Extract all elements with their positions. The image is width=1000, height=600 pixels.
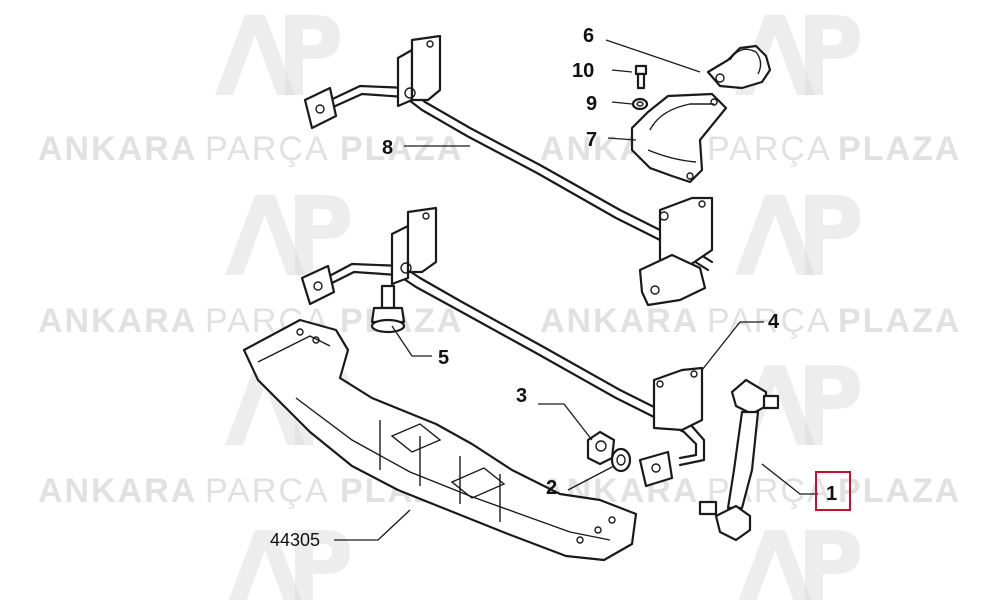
callouts: 6 10 9 8 7 8 4 5 3 2 1 44305 (270, 25, 851, 550)
part-44305-subframe[interactable] (242, 318, 638, 562)
callout-9[interactable]: 9 (586, 93, 597, 115)
watermark-word: ANKARA (540, 302, 699, 340)
callout-6[interactable]: 6 (583, 25, 594, 47)
part-3-bushing[interactable] (586, 430, 616, 466)
callout-2[interactable]: 2 (546, 477, 557, 499)
watermark-logo (215, 15, 340, 95)
watermark-word: PLAZA (340, 130, 463, 168)
part-4-bracket[interactable] (652, 366, 704, 432)
callout-3[interactable]: 3 (516, 385, 527, 407)
watermark-word: PARÇA (205, 130, 330, 168)
part-9-washer[interactable] (631, 97, 649, 111)
callout-7[interactable]: 7 (586, 129, 597, 151)
part-2-washer[interactable] (610, 447, 632, 473)
watermark-word: ANKARA (38, 302, 197, 340)
part-6-clamp[interactable] (706, 44, 772, 90)
part-10-bolt[interactable] (634, 64, 648, 90)
watermark-word: PARÇA (707, 130, 832, 168)
watermark-logo (228, 530, 350, 600)
callout-4[interactable]: 4 (768, 311, 780, 333)
watermark-logo (225, 195, 350, 275)
callout-5[interactable]: 5 (438, 347, 449, 369)
watermark-word: ANKARA (38, 130, 197, 168)
watermark-word: PLAZA (838, 130, 961, 168)
callout-44305[interactable]: 44305 (270, 530, 320, 550)
part-5-bolt[interactable] (370, 284, 406, 334)
watermark-text-rows: ANKARA PARÇA PLAZA ANKARA PARÇA PLAZA AN… (38, 130, 961, 510)
watermark-word: PLAZA (838, 302, 961, 340)
part-1-stabilizer-link[interactable] (698, 378, 780, 542)
callout-10[interactable]: 10 (572, 60, 594, 82)
watermark-logo (738, 530, 860, 600)
callout-8[interactable]: 8 (382, 137, 393, 159)
watermark-word: PARÇA (707, 472, 832, 510)
part-7-bracket[interactable] (630, 92, 728, 184)
leader-lines (334, 39, 818, 541)
callout-1-highlight-box (815, 471, 851, 511)
part-8-stabilizer-bar-upper[interactable] (303, 34, 714, 307)
watermark-word: ANKARA (38, 472, 197, 510)
watermark-logo (735, 195, 860, 275)
stabilizer-bar-lower[interactable] (300, 206, 706, 488)
watermark-word: PARÇA (707, 302, 832, 340)
watermark-word: PLAZA (838, 472, 961, 510)
callout-1[interactable]: 1 (826, 483, 837, 505)
watermark-word: PARÇA (205, 472, 330, 510)
